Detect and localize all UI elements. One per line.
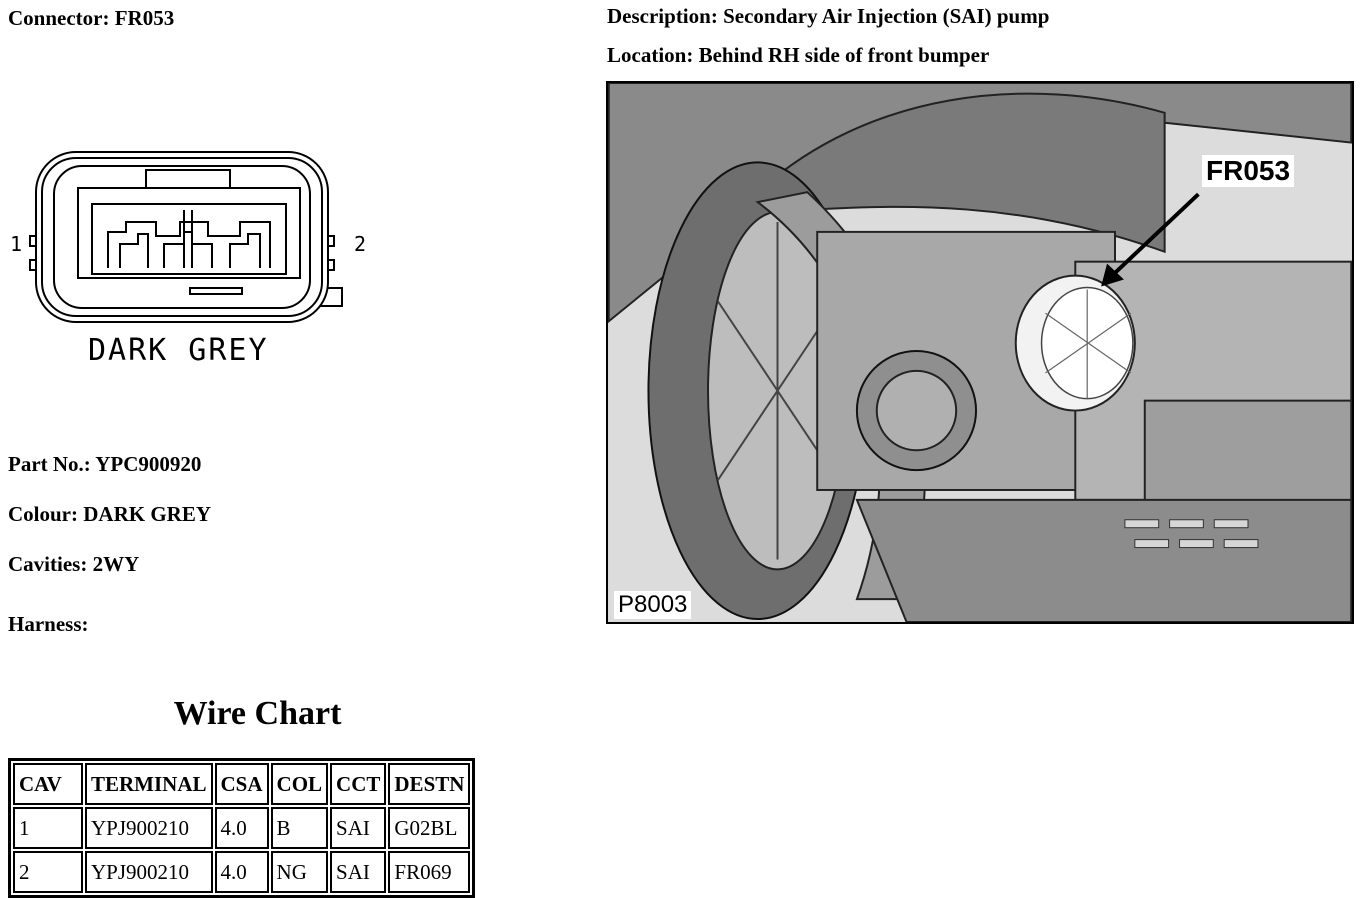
table-row: 2 YPJ900210 4.0 NG SAI FR069 bbox=[13, 851, 471, 893]
table-row: 1 YPJ900210 4.0 B SAI G02BL bbox=[13, 807, 471, 849]
table-header-row: CAV TERMINAL CSA COL CCT DESTN bbox=[13, 763, 471, 805]
pin-1-label: 1 bbox=[10, 232, 23, 256]
part-number: Part No.: YPC900920 bbox=[8, 452, 202, 476]
bumper-illustration bbox=[608, 83, 1352, 622]
cell-csa: 4.0 bbox=[214, 851, 269, 893]
cell-csa: 4.0 bbox=[214, 807, 269, 849]
cell-cav: 1 bbox=[13, 807, 83, 849]
diagram-colour-text: DARK GREY bbox=[88, 333, 269, 368]
header-csa: CSA bbox=[214, 763, 269, 805]
header-cav: CAV bbox=[13, 763, 83, 805]
cell-terminal: YPJ900210 bbox=[85, 851, 213, 893]
location-illustration: FR053 P8003 bbox=[606, 81, 1354, 624]
harness: Harness: bbox=[8, 612, 89, 636]
connector-outline bbox=[29, 151, 343, 323]
cell-cct: SAI bbox=[330, 851, 387, 893]
figure-code: P8003 bbox=[614, 591, 692, 619]
cell-destn: G02BL bbox=[388, 807, 471, 849]
header-cct: CCT bbox=[330, 763, 387, 805]
wire-chart-title: Wire Chart bbox=[173, 695, 342, 732]
cell-col: NG bbox=[270, 851, 329, 893]
connector-label: Connector: FR053 bbox=[8, 6, 175, 30]
description-label: Description: Secondary Air Injection (SA… bbox=[607, 4, 1050, 28]
cell-destn: FR069 bbox=[388, 851, 471, 893]
location-label: Location: Behind RH side of front bumper bbox=[607, 43, 990, 67]
header-terminal: TERMINAL bbox=[85, 763, 213, 805]
cell-col: B bbox=[270, 807, 329, 849]
cell-cav: 2 bbox=[13, 851, 83, 893]
cavities: Cavities: 2WY bbox=[8, 552, 140, 576]
cell-cct: SAI bbox=[330, 807, 387, 849]
wire-chart-table: CAV TERMINAL CSA COL CCT DESTN 1 YPJ9002… bbox=[8, 758, 476, 898]
colour: Colour: DARK GREY bbox=[8, 502, 211, 526]
header-destn: DESTN bbox=[388, 763, 471, 805]
pin-2-label: 2 bbox=[354, 232, 367, 256]
header-col: COL bbox=[270, 763, 329, 805]
connector-diagram: 1 2 DARK GREY bbox=[8, 140, 388, 380]
callout-label: FR053 bbox=[1202, 155, 1295, 187]
cell-terminal: YPJ900210 bbox=[85, 807, 213, 849]
